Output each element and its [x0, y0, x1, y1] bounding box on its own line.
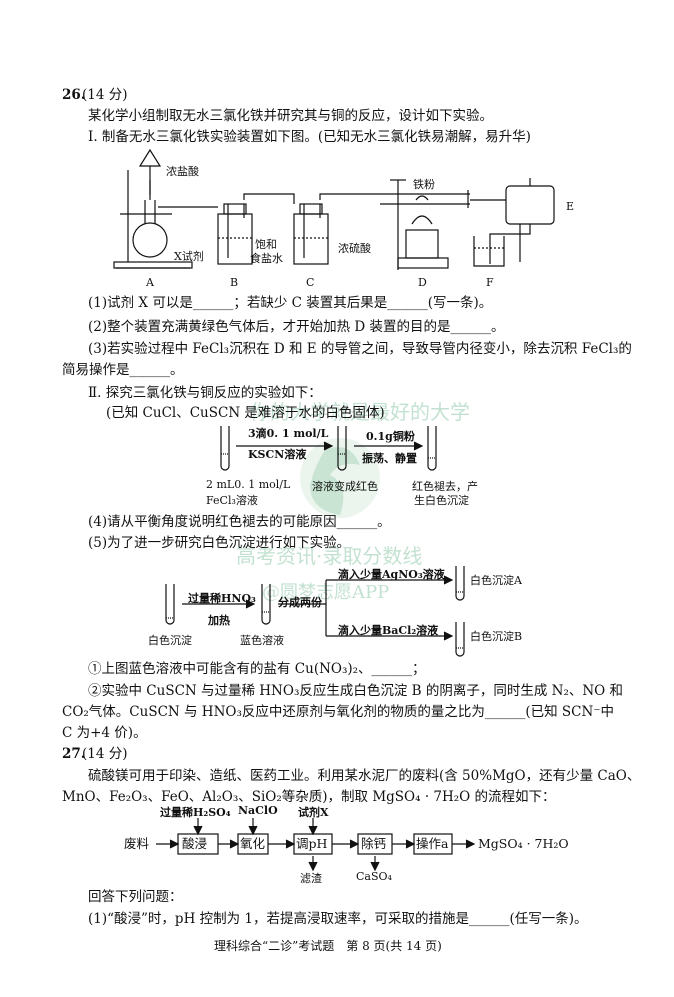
label-saturated: 饱和: [255, 238, 277, 251]
flow2-step1-heat: 加热: [208, 614, 230, 627]
flow2-blue-solution: 蓝色溶液: [240, 634, 284, 647]
flow2-agno3: 滴入少量AgNO₃溶液: [338, 568, 445, 581]
q26-sub1: (1)试剂 X 可以是______；若缺少 C 装置其后果是______(写一条…: [88, 295, 493, 311]
watermark-line-2: 高考资讯·录取分数线: [236, 544, 423, 568]
q27-para-line1: 硫酸镁可用于印染、造纸、医药工业。利用某水泥厂的废料(含 50%MgO，还有少量…: [88, 768, 641, 784]
flow1-tube1-line2: FeCl₃溶液: [206, 494, 258, 507]
flow2-step1-reagent: 过量稀HNO₃: [188, 592, 256, 605]
flow3-above-h2so4: 过量稀H₂SO₄: [160, 806, 231, 819]
flow3-above-naclo: NaClO: [238, 804, 278, 817]
flow3-box-adjust-ph: 调pH: [296, 836, 328, 851]
q26-intro: 某化学小组制取无水三氯化铁并研究其与铜的反应，设计如下实验。: [88, 108, 493, 124]
q26-sub2: (2)整个装置充满黄绿色气体后，才开始加热 D 装置的目的是______。: [88, 319, 505, 335]
q26-sub5-2-line3: C 为+4 价)。: [62, 725, 147, 741]
watermark-line-1: 你的大学就是最好的大学: [250, 400, 470, 424]
flow2-white-precipitate: 白色沉淀: [148, 634, 192, 647]
label-B: B: [230, 276, 239, 289]
q27-para-line2: MnO、Fe₂O₃、FeO、Al₂O₃、SiO₂等杂质)，制取 MgSO₄ · …: [62, 789, 556, 805]
q26-part2-title: Ⅱ. 探究三氯化铁与铜反应的实验如下：: [88, 385, 322, 401]
flow3-box-acid-leach: 酸浸: [182, 836, 208, 851]
label-E: E: [566, 200, 575, 213]
flow3-above-reagent-x: 试剂X: [298, 806, 329, 819]
flow1-reagent1-line2: KSCN溶液: [248, 448, 307, 461]
q27-score: (14 分): [82, 746, 128, 762]
flow1-tube3-line1: 红色褪去，产: [412, 480, 478, 493]
q27-number: 27.: [62, 746, 86, 762]
q27-sub1: (1)“酸浸”时，pH 控制为 1，若提高浸取速率，可采取的措施是______(…: [88, 911, 588, 927]
label-F: F: [486, 276, 494, 289]
label-A: A: [146, 276, 154, 289]
flow1-tube1-line1: 2 mL0. 1 mol/L: [206, 478, 291, 491]
flow2-split: 分成两份: [278, 596, 322, 609]
flow3-below-filter-residue: 滤渣: [300, 872, 322, 885]
flow3-feed: 废料: [124, 836, 150, 851]
label-conc-hcl: 浓盐酸: [166, 165, 199, 178]
label-D: D: [418, 276, 427, 289]
flow3-box-oxidize: 氧化: [240, 836, 266, 851]
q26-sub3-line2: 简易操作是______。: [62, 362, 184, 378]
q26-sub5-2-line2: CO₂气体。CuSCN 与 HNO₃反应中还原剂与氧化剂的物质的量之比为____…: [62, 704, 614, 720]
label-conc-h2so4: 浓硫酸: [338, 242, 371, 255]
flow1-tube3-line2: 生白色沉淀: [414, 494, 469, 507]
q26-score: (14 分): [82, 87, 128, 103]
q26-number: 26.: [62, 87, 86, 103]
flow1-reagent1-line1: 3滴0. 1 mol/L: [248, 427, 329, 440]
label-x-reagent: X试剂: [174, 250, 204, 263]
q26-sub5: (5)为了进一步研究白色沉淀进行如下实验。: [88, 535, 351, 551]
flow3-box-remove-ca: 除钙: [361, 836, 387, 851]
q27-ask: 回答下列问题：: [88, 889, 183, 905]
flow1-tube2: 溶液变成红色: [312, 480, 378, 493]
q26-sub5-1: ①上图蓝色溶液中可能含有的盐有 Cu(NO₃)₂、______；: [88, 661, 426, 677]
q26-sub3-line1: (3)若实验过程中 FeCl₃沉积在 D 和 E 的导管之间，导致导管内径变小，…: [88, 341, 632, 357]
label-C: C: [306, 276, 315, 289]
flow2-bacl2: 滴入少量BaCl₂溶液: [338, 624, 439, 637]
flow2-precipitate-a: 白色沉淀A: [470, 574, 522, 587]
flow3-box-operation-a: 操作a: [416, 836, 449, 851]
q26-part1-title: Ⅰ. 制备无水三氯化铁实验装置如下图。(已知无水三氯化铁易潮解，易升华): [88, 129, 531, 145]
flow2-precipitate-b: 白色沉淀B: [470, 630, 523, 643]
q26-sub4: (4)请从平衡角度说明红色褪去的可能原因______。: [88, 514, 391, 530]
flow1-reagent2-line2: 振荡、静置: [362, 452, 417, 465]
flow1-reagent2-line1: 0.1g铜粉: [366, 430, 415, 443]
page-footer: 理科综合“二诊”考试题 第 8 页(共 14 页): [214, 939, 442, 953]
flow3-product: MgSO₄ · 7H₂O: [478, 836, 569, 851]
flow3-below-caso4: CaSO₄: [356, 870, 392, 883]
label-salt-water: 食盐水: [250, 252, 283, 265]
q26-known-note: (已知 CuCl、CuSCN 是难溶于水的白色固体): [106, 405, 385, 421]
label-iron-powder: 铁粉: [413, 178, 435, 191]
q26-sub5-2-line1: ②实验中 CuSCN 与过量稀 HNO₃反应生成白色沉淀 B 的阴离子，同时生成…: [88, 683, 624, 699]
